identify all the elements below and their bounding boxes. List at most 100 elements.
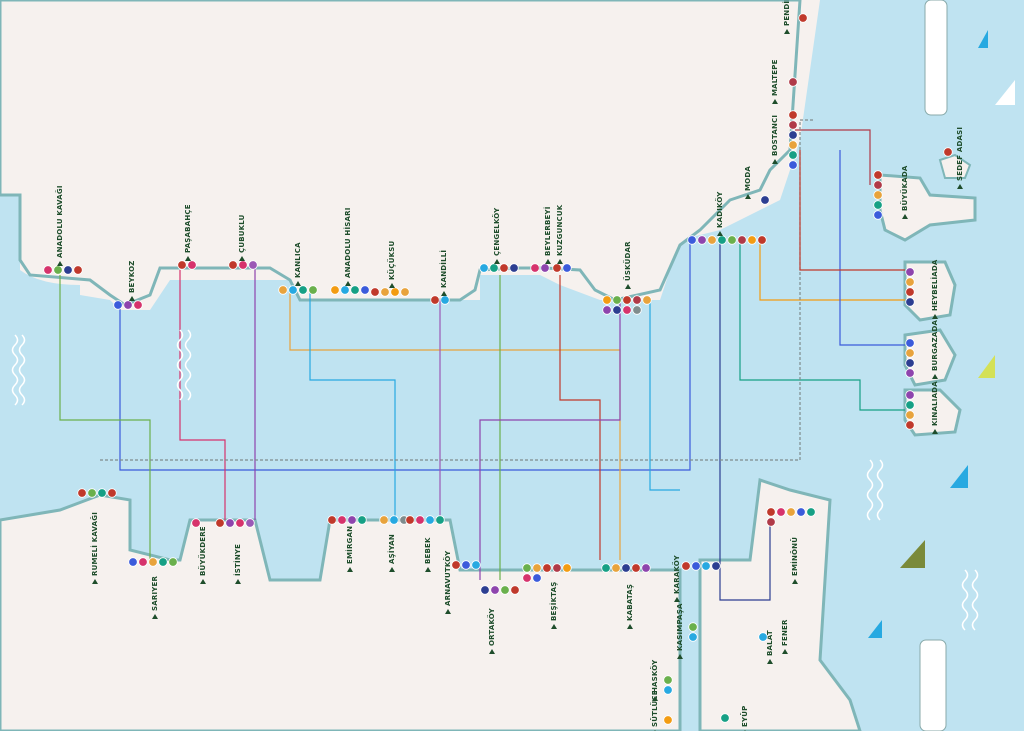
route-stop-marker[interactable] [611,563,621,573]
route-stop-marker[interactable] [621,563,631,573]
route-stop-marker[interactable] [601,563,611,573]
station-rumeli-kavagi[interactable]: RUMELİ KAVAĞI [77,488,117,584]
station-istinye[interactable]: İSTİNYE [215,518,255,584]
route-stop-marker[interactable] [158,557,168,567]
route-stop-marker[interactable] [148,557,158,567]
route-stop-marker[interactable] [707,235,717,245]
route-stop-marker[interactable] [766,507,776,517]
route-stop-marker[interactable] [238,260,248,270]
station-kasimpasa[interactable]: KASIMPAŞA [676,603,698,659]
route-stop-marker[interactable] [873,190,883,200]
route-stop-marker[interactable] [641,563,651,573]
route-stop-marker[interactable] [461,560,471,570]
route-stop-marker[interactable] [905,348,915,358]
route-stop-marker[interactable] [687,235,697,245]
station-kucuksu[interactable]: KÜÇÜKSU [370,241,410,297]
station-cubuklu[interactable]: ÇUBUKLU [228,214,258,270]
station-haskoy[interactable]: HASKÖY [650,659,673,701]
route-stop-marker[interactable] [97,488,107,498]
route-stop-marker[interactable] [389,515,399,525]
route-stop-marker[interactable] [905,390,915,400]
route-stop-marker[interactable] [717,235,727,245]
route-stop-marker[interactable] [873,210,883,220]
route-stop-marker[interactable] [905,400,915,410]
route-stop-marker[interactable] [788,160,798,170]
route-stop-marker[interactable] [711,561,721,571]
route-stop-marker[interactable] [53,265,63,275]
route-stop-marker[interactable] [691,561,701,571]
route-stop-marker[interactable] [288,285,298,295]
station-uskudar[interactable]: ÜSKÜDAR [602,241,652,315]
route-stop-marker[interactable] [430,295,440,305]
route-stop-marker[interactable] [128,557,138,567]
route-stop-marker[interactable] [788,120,798,130]
route-stop-marker[interactable] [500,585,510,595]
route-stop-marker[interactable] [632,305,642,315]
route-stop-marker[interactable] [796,507,806,517]
station-kabatas[interactable]: KABATAŞ [601,563,651,629]
route-stop-marker[interactable] [873,180,883,190]
station-moda[interactable]: MODA [744,166,770,205]
route-stop-marker[interactable] [788,150,798,160]
route-stop-marker[interactable] [663,715,673,725]
route-stop-marker[interactable] [663,675,673,685]
station-kinaliada[interactable]: KINALIADA [905,381,939,434]
route-stop-marker[interactable] [340,285,350,295]
route-stop-marker[interactable] [943,147,953,157]
route-stop-marker[interactable] [350,285,360,295]
route-stop-marker[interactable] [330,285,340,295]
route-stop-marker[interactable] [552,263,562,273]
station-karakoy[interactable]: KARAKÖY [672,554,721,602]
route-stop-marker[interactable] [191,518,201,528]
route-stop-marker[interactable] [758,632,768,642]
route-stop-marker[interactable] [87,488,97,498]
station-ortakoy[interactable]: ORTAKÖY [480,585,520,654]
route-stop-marker[interactable] [905,277,915,287]
route-stop-marker[interactable] [905,410,915,420]
route-stop-marker[interactable] [788,77,798,87]
station-maltepe[interactable]: MALTEPE [771,59,798,104]
station-pendik[interactable]: PENDİK [782,0,808,34]
station-pasabahce[interactable]: PAŞABAHÇE [177,204,197,270]
route-stop-marker[interactable] [360,285,370,295]
route-stop-marker[interactable] [542,563,552,573]
route-stop-marker[interactable] [480,585,490,595]
station-kadikoy[interactable]: KADIKÖY [687,191,767,245]
station-fener[interactable]: FENER [758,619,789,654]
route-stop-marker[interactable] [107,488,117,498]
route-stop-marker[interactable] [622,305,632,315]
route-stop-marker[interactable] [905,420,915,430]
route-stop-marker[interactable] [522,573,532,583]
route-stop-marker[interactable] [451,560,461,570]
route-stop-marker[interactable] [177,260,187,270]
route-stop-marker[interactable] [522,563,532,573]
route-stop-marker[interactable] [905,368,915,378]
route-stop-marker[interactable] [788,110,798,120]
route-stop-marker[interactable] [380,287,390,297]
station-eminonu[interactable]: EMİNÖNÜ [766,507,816,584]
route-stop-marker[interactable] [798,13,808,23]
route-stop-marker[interactable] [688,632,698,642]
route-stop-marker[interactable] [510,585,520,595]
route-stop-marker[interactable] [440,295,450,305]
route-stop-marker[interactable] [400,287,410,297]
route-stop-marker[interactable] [245,518,255,528]
station-bostanci[interactable]: BOSTANCI [771,110,798,170]
route-stop-marker[interactable] [123,300,133,310]
route-stop-marker[interactable] [73,265,83,275]
route-stop-marker[interactable] [873,170,883,180]
route-stop-marker[interactable] [509,263,519,273]
station-besiktas[interactable]: BEŞİKTAŞ [522,563,572,629]
station-cengelkoy[interactable]: ÇENGELKÖY [479,207,519,273]
route-stop-marker[interactable] [278,285,288,295]
station-emirgan[interactable]: EMİRGAN [327,515,367,572]
route-stop-marker[interactable] [788,140,798,150]
route-stop-marker[interactable] [133,300,143,310]
station-beylerbeyi[interactable]: BEYLERBEYİ [530,206,552,273]
route-stop-marker[interactable] [905,358,915,368]
route-stop-marker[interactable] [562,563,572,573]
route-stop-marker[interactable] [113,300,123,310]
route-stop-marker[interactable] [379,515,389,525]
route-stop-marker[interactable] [43,265,53,275]
route-stop-marker[interactable] [697,235,707,245]
